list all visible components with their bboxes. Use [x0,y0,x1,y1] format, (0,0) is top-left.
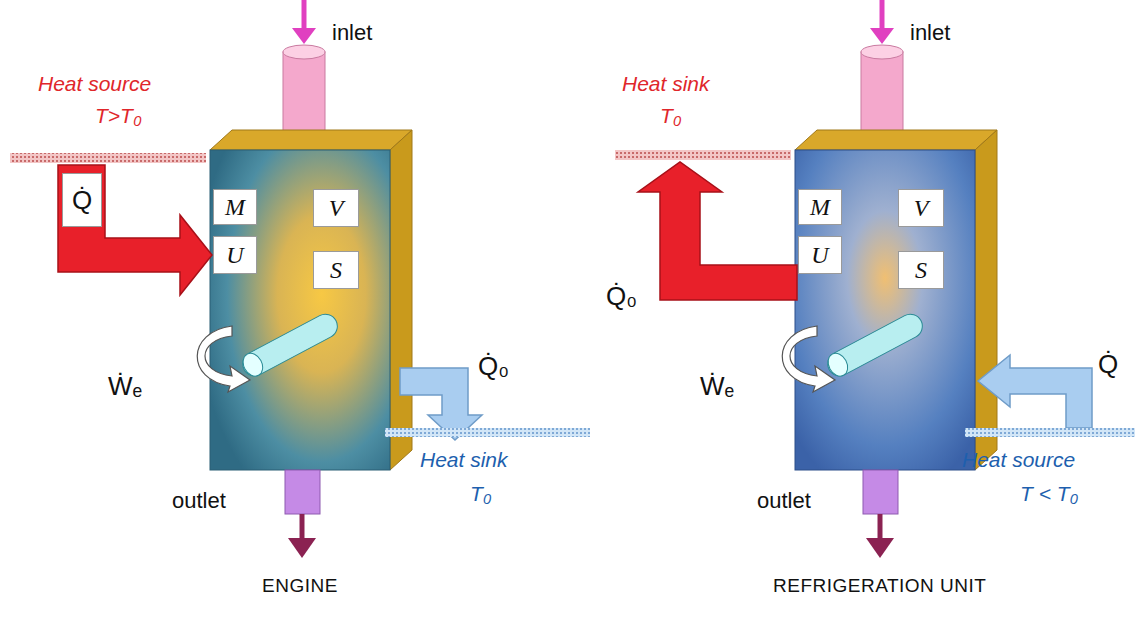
node-text: M [225,194,245,221]
heat-flow-box: Q̇ [62,173,102,227]
node-text: U [226,242,243,269]
node-text: S [915,257,927,284]
temperature-label: T₀ [660,104,682,128]
property-box: M [798,189,842,225]
property-box: M [213,189,257,225]
heat-source-line [965,428,1135,437]
property-box: S [898,251,944,289]
caption-label: ENGINE [262,575,338,597]
heat-input-arrow [58,165,212,295]
outlet-arrowhead [866,538,894,558]
inlet-pipe-top [283,45,325,59]
outlet-arrow [878,514,883,540]
outlet-arrowhead [288,538,316,558]
inlet-arrow [302,0,307,30]
inlet-label: inlet [332,20,372,45]
block-front [210,150,390,470]
shaft [823,310,926,380]
property-box: S [313,251,359,289]
outlet-label: outlet [757,488,811,513]
block-side [975,130,997,470]
caption-label: REFRIGERATION UNIT [773,575,986,597]
block-top [210,130,412,150]
heat-input-arrow [978,355,1092,428]
outlet-arrow [300,514,305,540]
refrigeration-unit [615,0,1135,558]
work-label: Ẇₑ [108,372,142,402]
inlet-pipe [283,52,325,136]
inlet-arrow [880,0,885,30]
temperature-label: T < T₀ [1020,482,1078,506]
outlet-pipe [285,470,320,514]
node-text: V [914,195,929,222]
node-text: M [810,194,830,221]
node-text: S [330,257,342,284]
property-box: U [213,236,257,274]
property-box: U [798,236,842,274]
block-front [795,150,975,470]
temperature-label: T₀ [470,482,492,506]
block-side [390,130,412,470]
property-box: V [898,189,944,227]
inlet-label: inlet [910,20,950,45]
heat-reject-arrow [638,162,797,300]
heat-source-label: Heat source [962,448,1075,472]
inlet-arrowhead [870,28,894,44]
shaft [238,310,341,380]
heat-sink-line [615,150,791,160]
heat-flow-label: Q̇ [1098,350,1118,380]
heat-sink-line [385,428,590,437]
inlet-arrowhead [292,28,316,44]
property-box: V [313,189,359,227]
node-text: Q̇ [72,185,92,216]
node-text: V [329,195,344,222]
inlet-pipe [861,52,903,136]
work-label: Ẇₑ [700,372,734,402]
heat-flow-label: Q̇₀ [606,282,637,312]
outlet-label: outlet [172,488,226,513]
heat-source-line [10,153,206,163]
temperature-label: T>T₀ [95,104,142,128]
outlet-pipe [863,470,898,514]
heat-sink-label: Heat sink [420,448,508,472]
rotation-arrow [782,326,835,392]
engine-unit [10,0,590,558]
node-text: U [811,242,828,269]
inlet-pipe-top [861,45,903,59]
heat-flow-label: Q̇₀ [478,352,509,382]
heat-sink-label: Heat sink [622,72,710,96]
rotation-arrow [197,326,250,392]
block-top [795,130,997,150]
heat-source-label: Heat source [38,72,151,96]
